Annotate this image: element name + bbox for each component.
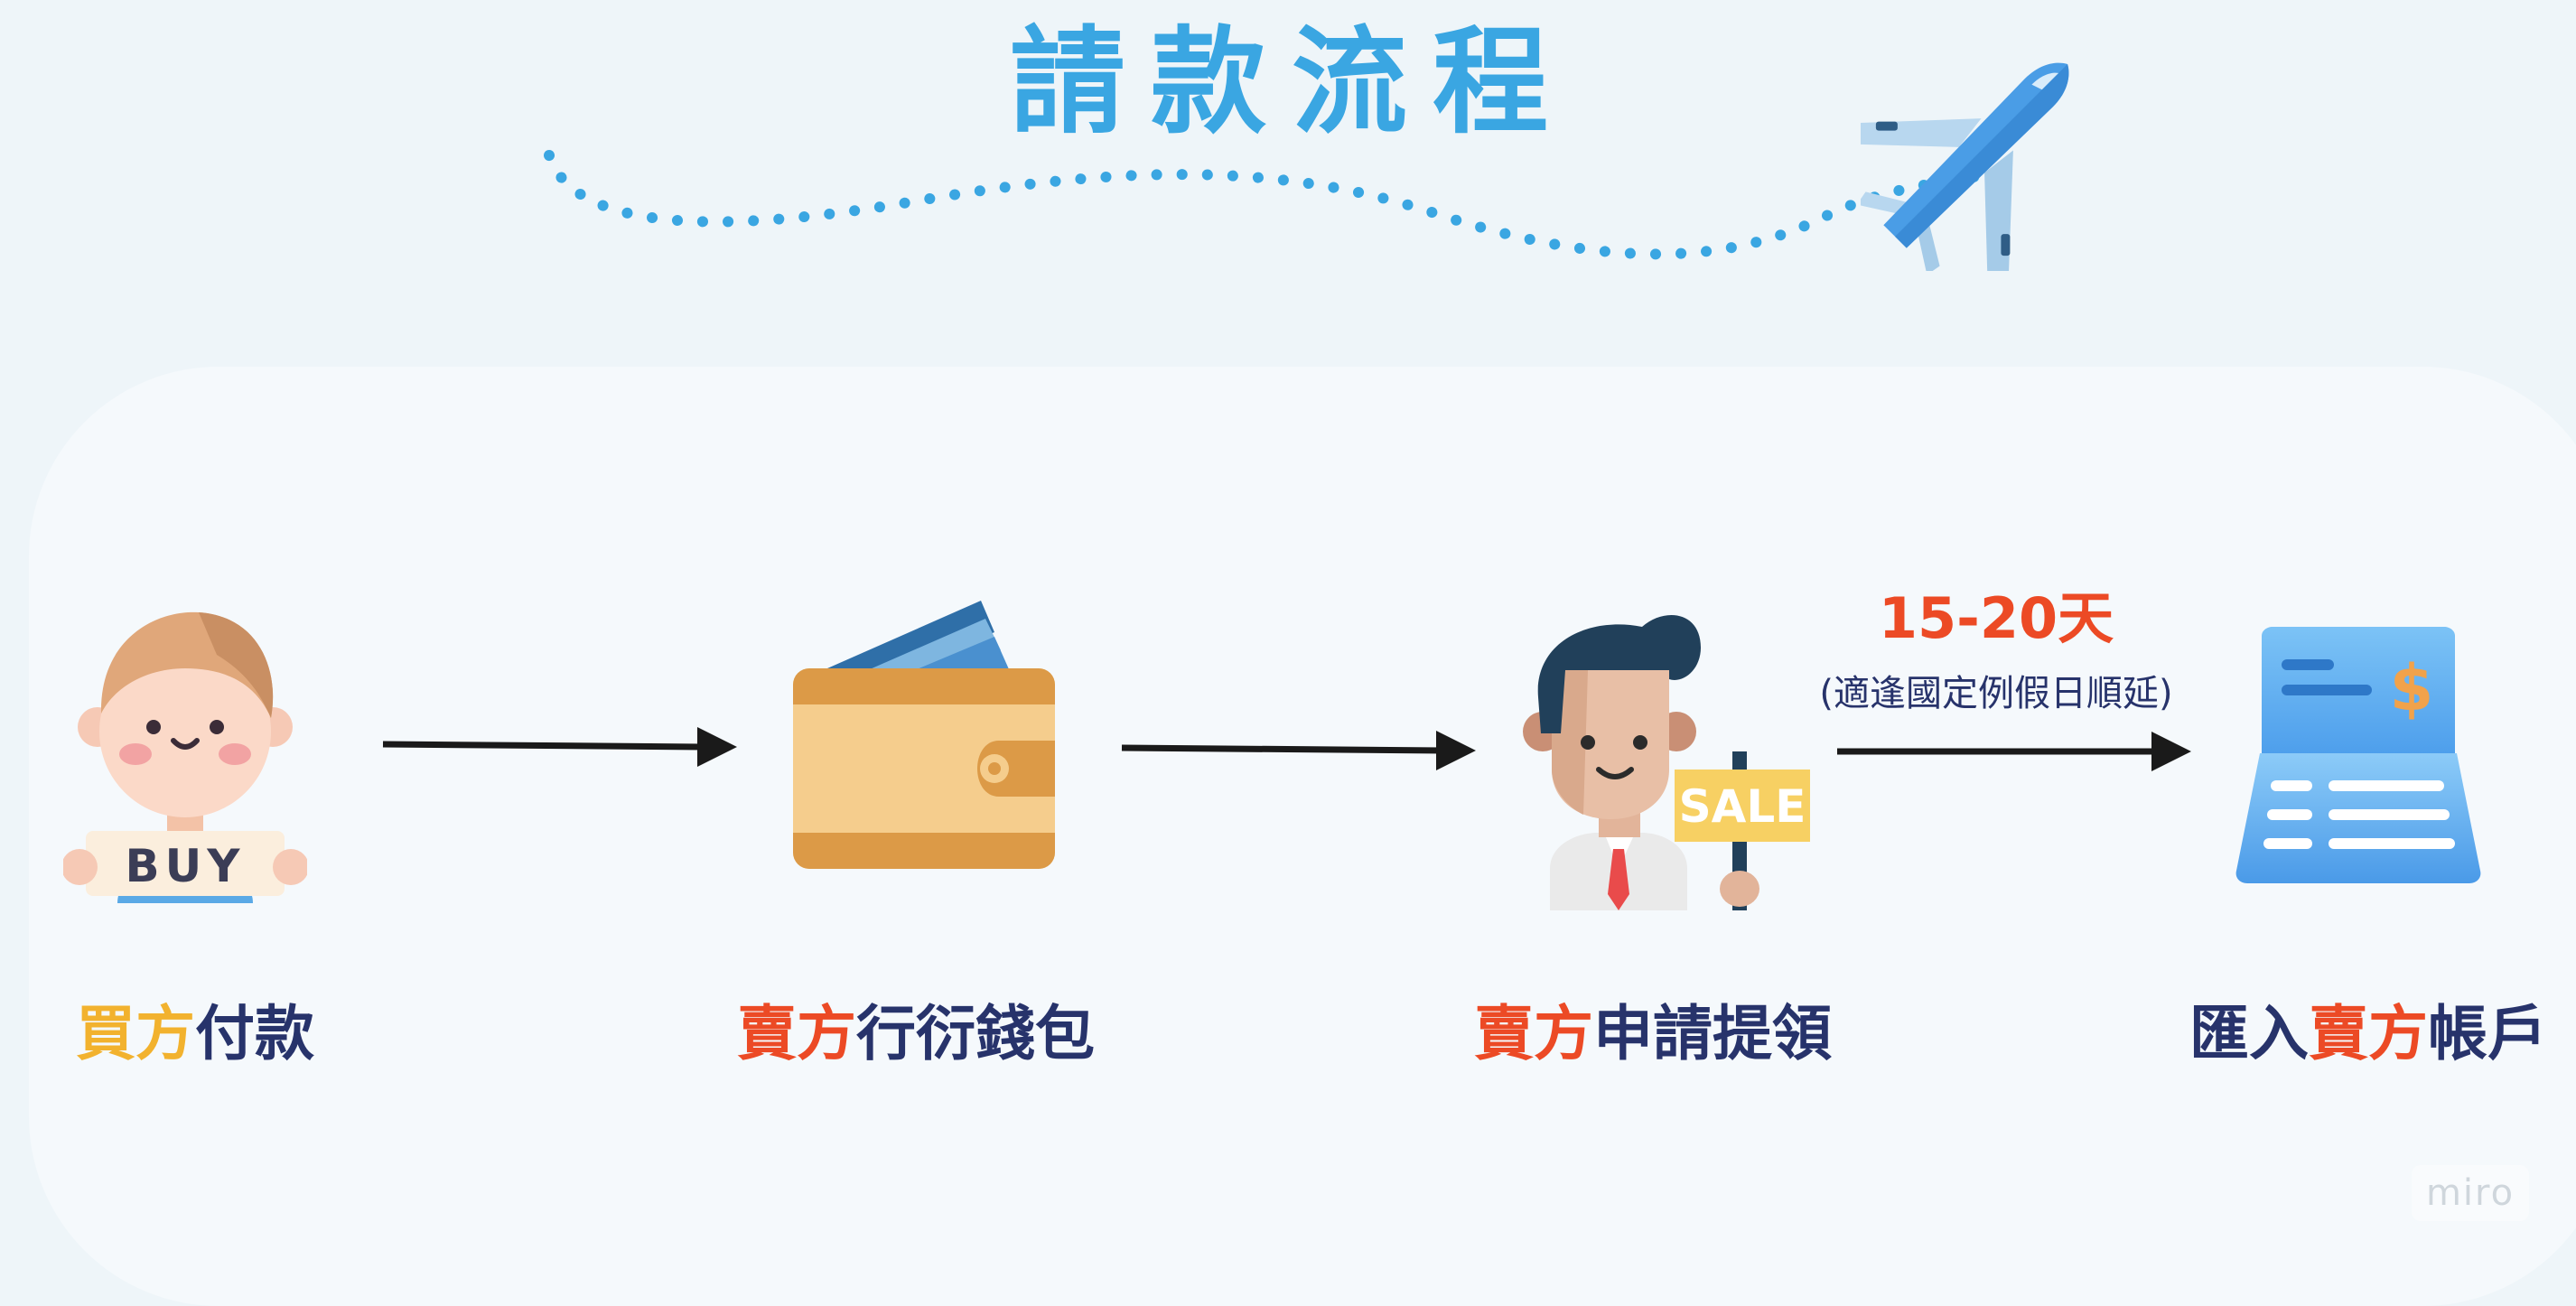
seller-sale-sign-icon: SALE [1523,615,1810,910]
step-label-part: 付款 [195,999,314,1068]
page: 請款流程 [63,15,2547,1221]
arrow-1 [382,727,737,767]
step-label-deposit-account: 匯入賣方帳戶 [2189,993,2547,1075]
step-label-part: 賣方 [2309,999,2428,1068]
sale-sign-text: SALE [1679,780,1806,833]
process-panel [29,367,2576,1306]
step-label-part: 賣方 [1474,999,1593,1068]
step-label-seller-wallet: 賣方行衍錢包 [737,993,1095,1075]
step-label-part: 匯入 [2189,999,2309,1068]
wallet-icon [793,601,1055,869]
buy-sign-text: BUY [126,840,246,892]
page-title: 請款流程 [1009,15,1573,150]
step-label-part: 申請提領 [1593,999,1832,1068]
arrow-2 [1121,731,1476,770]
step-label-part: 帳戶 [2428,999,2547,1068]
step-label-part: 賣方 [737,999,856,1068]
arrow-3 [1837,732,2191,771]
dollar-sign-text: $ [2390,651,2434,725]
step-label-buyer-pays: 買方付款 [76,993,314,1075]
airplane-icon [1861,62,2069,271]
duration-note: (適逢國定例假日順延) [1819,673,2173,714]
dotted-flight-path [544,150,2020,260]
step-label-part: 行衍錢包 [856,999,1095,1068]
bank-receipt-icon: $ [2235,627,2481,883]
step-label-seller-withdraw: 賣方申請提領 [1474,993,1832,1075]
buyer-buy-sign-icon: BUY [63,611,307,903]
step-label-part: 買方 [76,999,195,1068]
duration-label: 15-20天 [1878,585,2114,651]
miro-watermark: miro [2412,1165,2529,1221]
